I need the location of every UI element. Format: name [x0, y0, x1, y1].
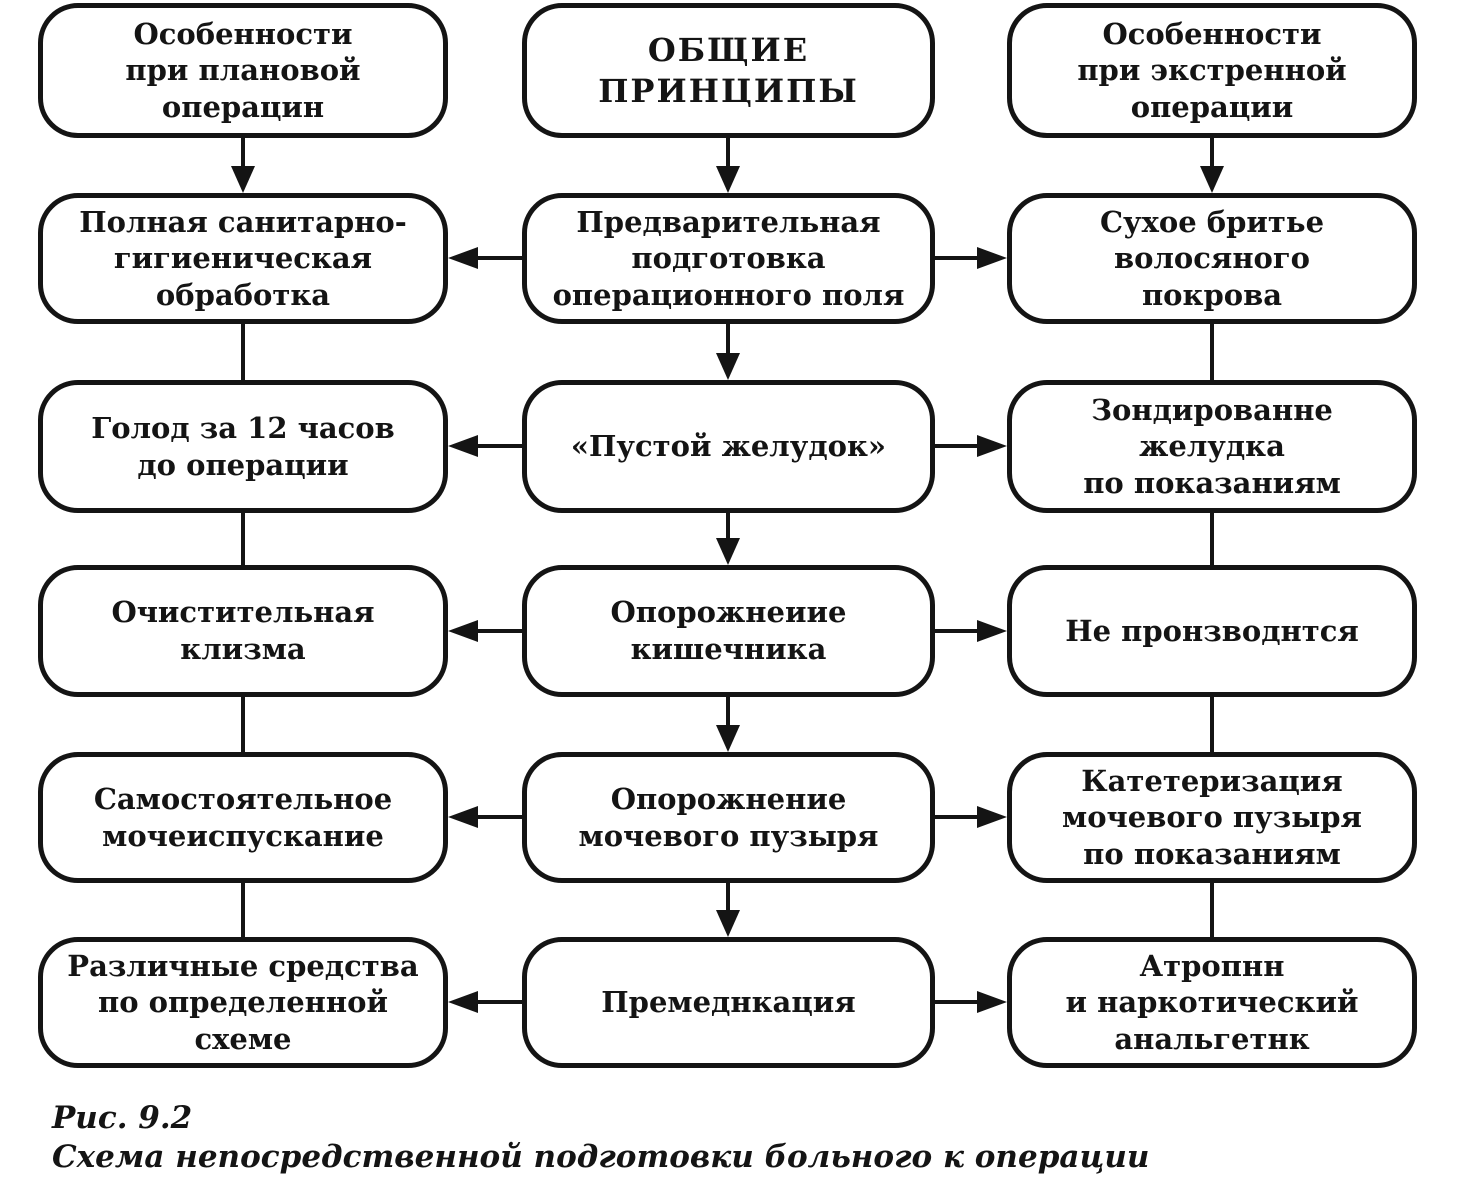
arrow-down-icon — [716, 538, 740, 565]
vline-left-3 — [241, 513, 245, 565]
node-various-agents-scheme: Различные средства по определенной схеме — [38, 937, 448, 1068]
node-independent-urination: Самостоятельное мочеиспускание — [38, 752, 448, 883]
vline-mid-1 — [726, 138, 730, 167]
node-dry-shaving: Сухое бритье волосяного покрова — [1007, 193, 1417, 324]
node-premedication: Премеднкация — [522, 937, 935, 1068]
hline-left-row6 — [476, 1000, 522, 1004]
node-fasting-12-hours: Голод за 12 часов до операции — [38, 380, 448, 513]
arrow-right-icon — [977, 435, 1007, 457]
node-bladder-catheterization: Катетеризация мочевого пузыря по показан… — [1007, 752, 1417, 883]
node-planned-features-header: Особенности при плановой операцин — [38, 3, 448, 138]
arrow-down-icon — [231, 166, 255, 193]
vline-right-3 — [1210, 513, 1214, 565]
hline-right-row6 — [935, 1000, 981, 1004]
vline-right-5 — [1210, 883, 1214, 937]
hline-left-row2 — [476, 256, 522, 260]
node-cleansing-enema: Очистительная клизма — [38, 565, 448, 697]
node-general-principles-header: ОБЩИЕ ПРИНЦИПЫ — [522, 3, 935, 138]
arrow-down-icon — [716, 166, 740, 193]
arrow-down-icon — [716, 910, 740, 937]
node-empty-stomach: «Пустой желудок» — [522, 380, 935, 513]
arrow-right-icon — [977, 620, 1007, 642]
arrow-right-icon — [977, 991, 1007, 1013]
node-bladder-emptying: Опорожнение мочевого пузыря — [522, 752, 935, 883]
arrow-left-icon — [448, 247, 478, 269]
node-preliminary-field-preparation: Предварительная подготовка операционного… — [522, 193, 935, 324]
node-atropine-analgesic: Атропнн и наркотический анальгетнк — [1007, 937, 1417, 1068]
node-full-sanitary-treatment: Полная санитарно- гигиеническая обработк… — [38, 193, 448, 324]
hline-left-row3 — [476, 444, 522, 448]
vline-left-1 — [241, 138, 245, 167]
hline-left-row4 — [476, 629, 522, 633]
hline-left-row5 — [476, 815, 522, 819]
arrow-left-icon — [448, 991, 478, 1013]
arrow-right-icon — [977, 806, 1007, 828]
hline-right-row2 — [935, 256, 981, 260]
arrow-right-icon — [977, 247, 1007, 269]
hline-right-row5 — [935, 815, 981, 819]
hline-right-row3 — [935, 444, 981, 448]
node-bowel-emptying: Опорожнеиие кишечника — [522, 565, 935, 697]
figure-caption: Схема непосредственной подготовки больно… — [52, 1139, 1150, 1175]
vline-left-5 — [241, 883, 245, 937]
arrow-left-icon — [448, 620, 478, 642]
figure-number: Рис. 9.2 — [52, 1100, 193, 1136]
vline-left-2 — [241, 324, 245, 380]
arrow-left-icon — [448, 806, 478, 828]
vline-mid-3 — [726, 513, 730, 539]
hline-right-row4 — [935, 629, 981, 633]
arrow-down-icon — [1200, 166, 1224, 193]
vline-right-1 — [1210, 138, 1214, 167]
vline-mid-4 — [726, 697, 730, 726]
vline-right-4 — [1210, 697, 1214, 752]
vline-left-4 — [241, 697, 245, 752]
node-gastric-probing: Зондированне желудка по показаниям — [1007, 380, 1417, 513]
arrow-down-icon — [716, 353, 740, 380]
arrow-left-icon — [448, 435, 478, 457]
node-not-performed: Не пронзводнтся — [1007, 565, 1417, 697]
arrow-down-icon — [716, 725, 740, 752]
vline-right-2 — [1210, 324, 1214, 380]
vline-mid-2 — [726, 324, 730, 354]
node-emergency-features-header: Особенности при экстренной операции — [1007, 3, 1417, 138]
vline-mid-5 — [726, 883, 730, 911]
